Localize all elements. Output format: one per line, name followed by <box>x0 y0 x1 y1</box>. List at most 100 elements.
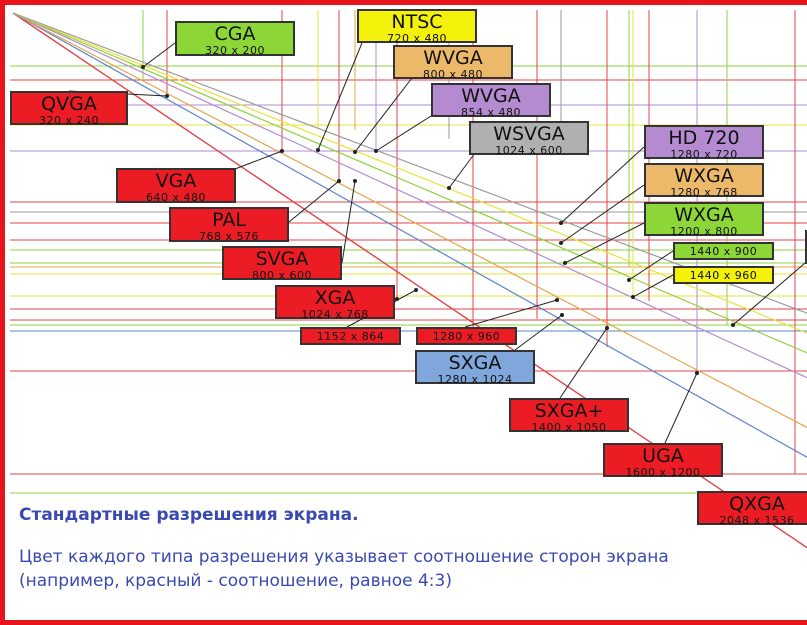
wvga-854-res: 854 x 480 <box>461 106 521 119</box>
sxgaplus-name: SXGA+ <box>534 400 604 422</box>
pointer-line <box>464 299 558 328</box>
pointer-dot <box>165 94 169 98</box>
wvga-800-res: 800 x 480 <box>423 68 483 81</box>
ntsc-res: 720 x 480 <box>387 32 447 45</box>
qxga-res: 2048 x 1536 <box>719 514 795 527</box>
wvga-854-label: WVGA 854 x 480 <box>431 83 551 119</box>
pointer-line <box>354 77 413 153</box>
pointer-dot <box>141 65 145 69</box>
1280x960-label: 1280 x 960 <box>416 327 517 345</box>
pointer-line <box>448 152 476 189</box>
xga-res: 1024 x 768 <box>301 308 369 321</box>
pointer-dot <box>555 298 559 302</box>
uga-res: 1600 x 1200 <box>625 466 701 479</box>
1280x960-res: 1280 x 960 <box>432 330 501 343</box>
pointer-line <box>564 222 645 264</box>
ntsc-label: NTSC 720 x 480 <box>357 9 477 45</box>
pointer-line <box>514 314 563 351</box>
wsvga-label: WSVGA 1024 x 600 <box>469 121 589 157</box>
pointer-dot <box>559 241 563 245</box>
vga-name: VGA <box>155 170 197 192</box>
pointer-line <box>560 146 645 224</box>
pointer-line <box>559 327 608 399</box>
pal-res: 768 x 576 <box>199 230 259 243</box>
sxga-res: 1280 x 1024 <box>437 373 513 386</box>
sxgaplus-label: SXGA+ 1400 x 1050 <box>509 398 629 434</box>
1152x864-label: 1152 x 864 <box>300 327 401 345</box>
pointer-dot <box>563 261 567 265</box>
pal-name: PAL <box>212 209 246 231</box>
wvga-800-name: WVGA <box>423 47 483 69</box>
diagonal-5-4-line <box>12 12 807 458</box>
pointer-dot <box>414 288 418 292</box>
1440x900-label: 1440 x 900 <box>673 242 774 260</box>
caption: Стандартные разрешения экрана. Цвет кажд… <box>19 505 699 593</box>
pointer-dot <box>337 179 341 183</box>
pointer-line <box>375 115 432 152</box>
wxga-800-name: WXGA <box>674 204 734 226</box>
sxgaplus-res: 1400 x 1050 <box>531 421 607 434</box>
pointer-dot <box>374 149 378 153</box>
partial-green-label <box>805 230 807 264</box>
pointer-dot <box>560 313 564 317</box>
wsvga-res: 1024 x 600 <box>495 144 563 157</box>
wsvga-name: WSVGA <box>493 123 565 145</box>
pointer-dot <box>627 278 631 282</box>
pointer-line <box>628 250 674 281</box>
ntsc-name: NTSC <box>391 11 443 33</box>
pointer-dot <box>280 149 284 153</box>
pointer-dot <box>631 295 635 299</box>
1440x960-res: 1440 x 960 <box>689 269 758 282</box>
pointer-dot <box>605 326 609 330</box>
caption-description: Цвет каждого типа разрешения указывает с… <box>19 547 669 591</box>
pointer-dot <box>731 323 735 327</box>
xga-name: XGA <box>314 287 356 309</box>
pointer-dot <box>447 186 451 190</box>
diagonal-17-10-line <box>12 12 807 314</box>
1152x864-res: 1152 x 864 <box>316 330 385 343</box>
svga-name: SVGA <box>255 248 309 270</box>
uga-name: UGA <box>642 445 684 467</box>
pointer-line <box>142 42 176 68</box>
pointer-dot <box>316 148 320 152</box>
sxga-name: SXGA <box>448 352 502 374</box>
diagonal-16-9-line <box>12 12 807 379</box>
wvga-854-name: WVGA <box>461 85 521 107</box>
pointer-line <box>732 262 806 326</box>
wxga-768-label: WXGA 1280 x 768 <box>644 163 764 199</box>
sxga-label: SXGA 1280 x 1024 <box>415 350 535 386</box>
pal-label: PAL 768 x 576 <box>169 207 289 242</box>
pointer-line <box>632 274 674 298</box>
wxga-768-res: 1280 x 768 <box>670 186 738 199</box>
cga-res: 320 x 200 <box>205 44 265 57</box>
vga-res: 640 x 480 <box>146 191 206 204</box>
wxga-800-res: 1200 x 800 <box>670 225 738 238</box>
qvga-name: QVGA <box>41 93 97 115</box>
diagonal-16-10-line <box>12 12 807 354</box>
qvga-label: QVGA 320 x 240 <box>10 91 128 127</box>
pointer-dot <box>353 179 357 183</box>
svga-res: 800 x 600 <box>252 269 312 282</box>
vga-label: VGA 640 x 480 <box>116 168 236 203</box>
uga-label: UGA 1600 x 1200 <box>603 443 723 479</box>
pointer-dot <box>695 371 699 375</box>
1440x960-label: 1440 x 960 <box>673 266 774 284</box>
qxga-label: QXGA 2048 x 1536 <box>697 491 807 527</box>
pointer-line <box>560 184 645 244</box>
pointer-line <box>664 372 698 444</box>
xga-label: XGA 1024 x 768 <box>275 285 395 321</box>
cga-label: CGA 320 x 200 <box>175 21 295 56</box>
pointer-dot <box>353 150 357 154</box>
hd720-res: 1280 x 720 <box>670 148 738 161</box>
pointer-line <box>288 180 340 223</box>
cga-name: CGA <box>214 23 256 45</box>
wvga-800-label: WVGA 800 x 480 <box>393 45 513 81</box>
qvga-res: 320 x 240 <box>39 114 99 127</box>
wxga-768-name: WXGA <box>674 165 734 187</box>
hd720-label: HD 720 1280 x 720 <box>644 125 764 161</box>
qxga-name: QXGA <box>729 493 785 515</box>
caption-title: Стандартные разрешения экрана. <box>19 505 359 525</box>
pointer-line <box>341 180 356 264</box>
hd720-name: HD 720 <box>668 127 740 149</box>
